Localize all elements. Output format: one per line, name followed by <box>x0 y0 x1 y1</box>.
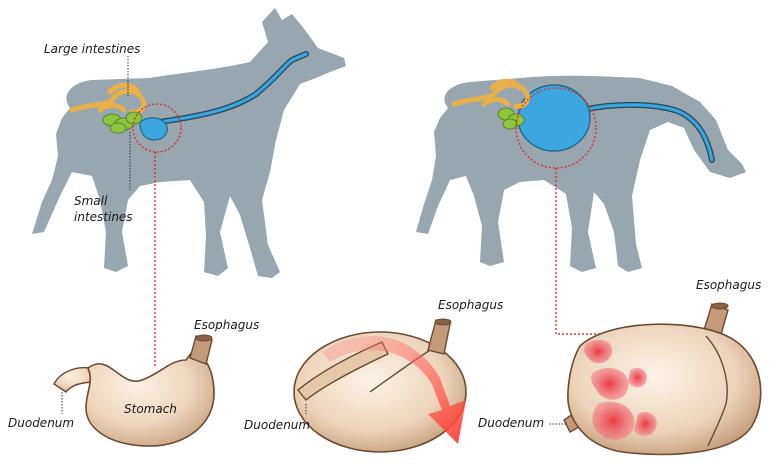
label-esophagus-2: Esophagus <box>438 298 503 312</box>
stomach-twisting-illustration <box>294 319 466 452</box>
dog-left <box>32 8 346 368</box>
label-duodenum-1: Duodenum <box>8 416 74 430</box>
label-large-intestines: Large intestines <box>44 42 140 56</box>
label-small-intestines-line2: intestines <box>74 210 133 224</box>
label-small-intestines-line1: Small <box>74 194 107 208</box>
dog-right <box>416 76 746 334</box>
stomach-normal-illustration <box>54 335 214 446</box>
stomach-normal-body <box>86 352 214 446</box>
label-esophagus-3: Esophagus <box>696 278 761 292</box>
label-duodenum-2: Duodenum <box>244 418 310 432</box>
label-esophagus-1: Esophagus <box>194 318 259 332</box>
label-duodenum-3: Duodenum <box>478 416 544 430</box>
stomach-bloated-illustration <box>548 303 761 454</box>
label-stomach: Stomach <box>124 402 177 416</box>
